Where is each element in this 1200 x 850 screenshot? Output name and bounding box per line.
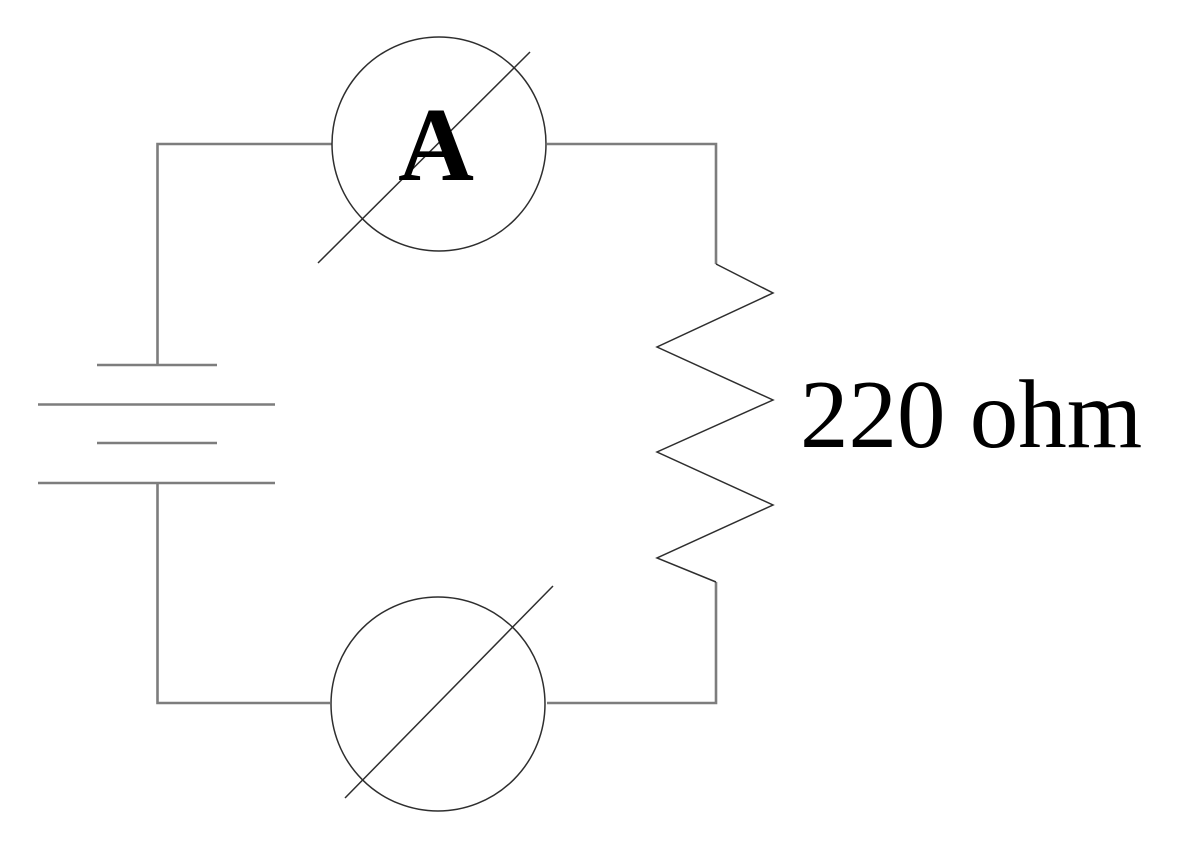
bottom-meter-symbol — [330, 585, 554, 812]
bottom-meter-circle — [330, 596, 546, 812]
ammeter-label: A — [398, 86, 474, 203]
wire-bottom-right — [547, 582, 718, 705]
ammeter-symbol: A — [317, 36, 547, 264]
resistor-label: 220 ohm — [800, 361, 1142, 468]
resistor-symbol — [655, 263, 775, 583]
bottom-meter-diagonal-line — [344, 585, 554, 799]
wires — [156, 142, 718, 705]
wire-top-right — [547, 142, 718, 264]
battery-symbol — [38, 363, 275, 485]
wire-top-left — [156, 142, 332, 365]
wire-bottom-left — [156, 483, 330, 705]
ammeter-diagonal-line — [317, 51, 531, 264]
ammeter-circle — [331, 36, 547, 252]
